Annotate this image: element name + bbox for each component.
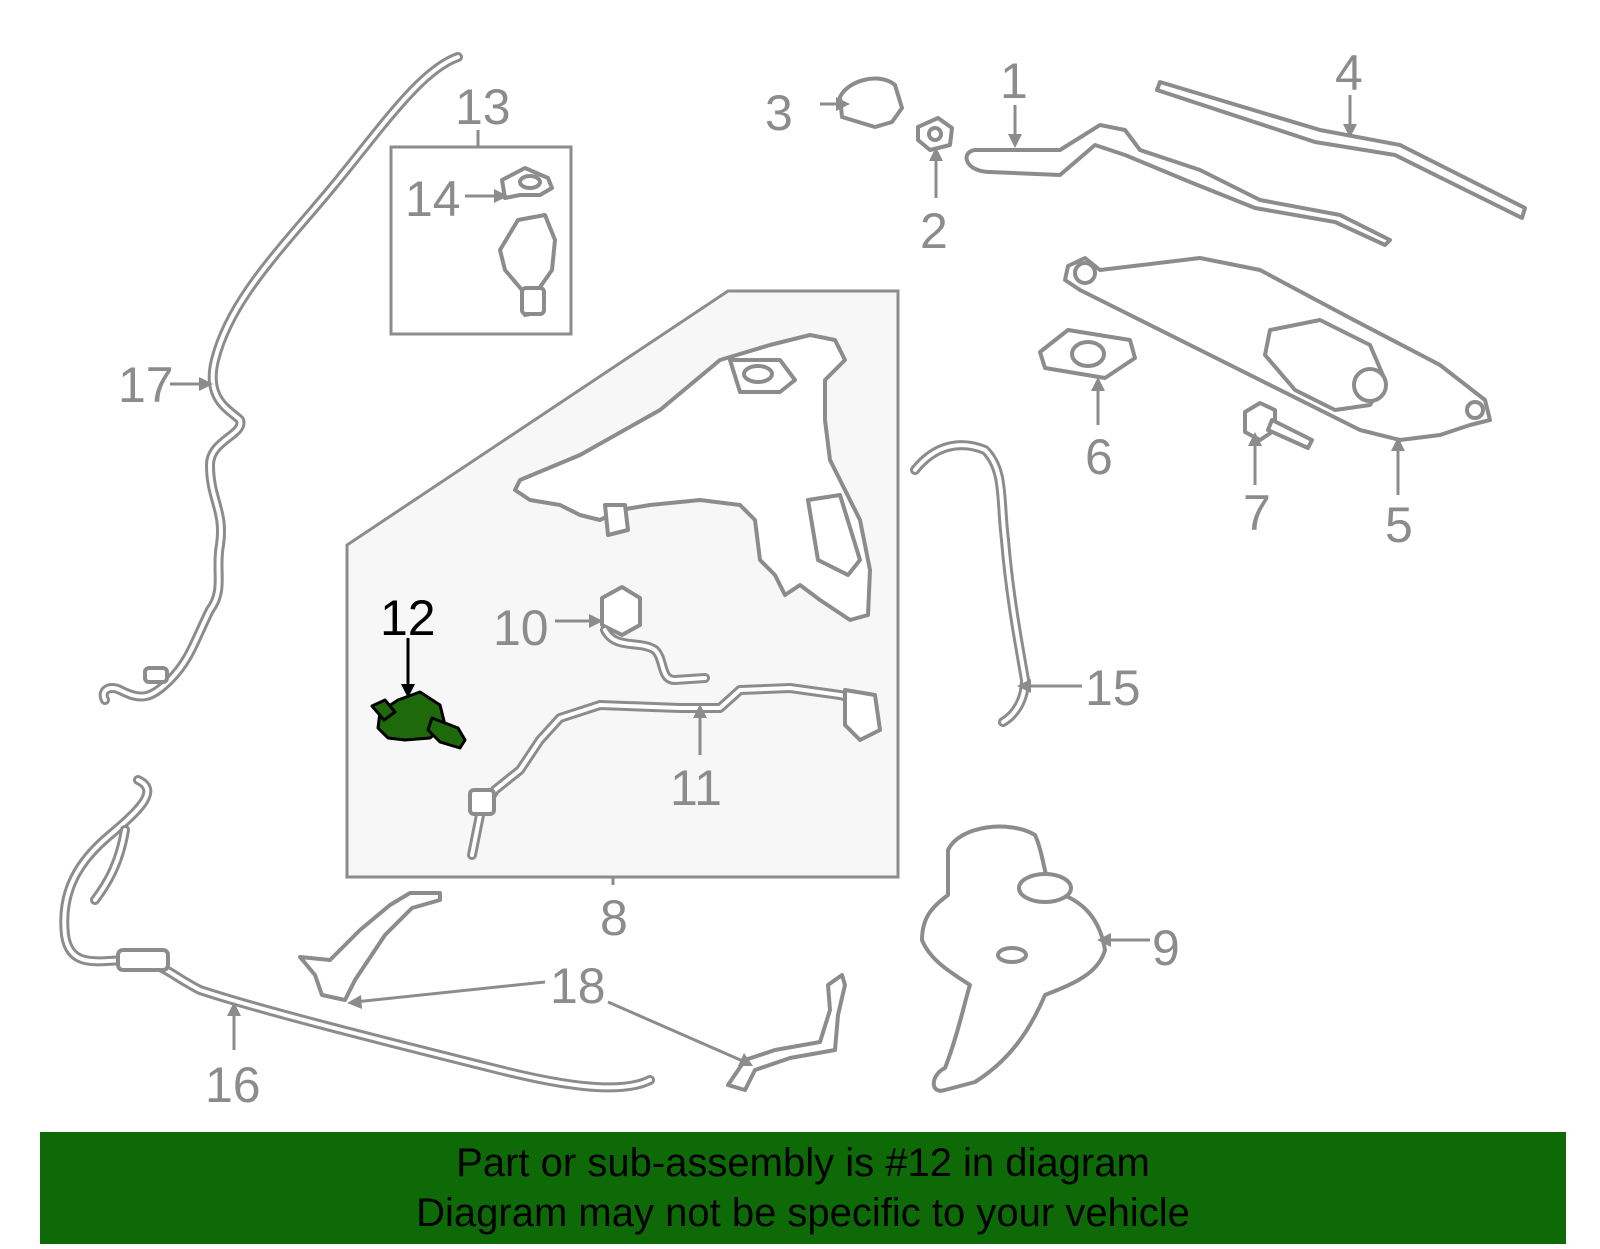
- cap-3: [838, 76, 904, 129]
- washer-reservoir: [513, 333, 872, 622]
- nut-2: [916, 116, 954, 152]
- banner-line-part-number: Part or sub-assembly is #12 in diagram: [456, 1141, 1150, 1185]
- pump-10: [600, 585, 710, 685]
- callout-15: 15: [1085, 660, 1141, 716]
- callout-9: 9: [1152, 920, 1180, 976]
- reservoir-9: [920, 824, 1107, 1093]
- callout-18: 18: [550, 958, 606, 1014]
- arrowhead-12: [401, 684, 415, 698]
- callout-3: 3: [765, 85, 793, 141]
- callout-2: 2: [920, 203, 948, 259]
- callout-13: 13: [455, 79, 511, 135]
- wiper-arm-1: [964, 123, 1392, 247]
- hose-15: [910, 440, 1030, 727]
- callout-7: 7: [1243, 485, 1271, 541]
- hose-16: [59, 775, 655, 1093]
- part-12-highlighted: [370, 690, 467, 750]
- banner-line-disclaimer: Diagram may not be specific to your vehi…: [416, 1191, 1190, 1235]
- callout-10: 10: [493, 600, 549, 656]
- callout-12: 12: [380, 590, 436, 646]
- callout-6: 6: [1085, 429, 1113, 485]
- callout-5: 5: [1385, 497, 1413, 553]
- callout-16: 16: [205, 1057, 261, 1113]
- info-banner: Part or sub-assembly is #12 in diagram D…: [40, 1132, 1566, 1244]
- parts-diagram: 1 2 3 4 5 6 7 8 9 10 11 12 13 14 15 16 1…: [59, 45, 1527, 1113]
- hoses-18: [298, 891, 847, 1092]
- grommet-6: [1038, 328, 1137, 380]
- callout-1: 1: [1000, 53, 1028, 109]
- subassembly-box-13: [389, 145, 573, 336]
- callout-11: 11: [670, 760, 722, 816]
- callout-14: 14: [405, 171, 461, 227]
- callout-8: 8: [600, 890, 628, 946]
- nozzle-13: [498, 166, 557, 317]
- callout-17: 17: [118, 357, 174, 413]
- wiper-linkage-5: [1063, 256, 1492, 442]
- filler-hose-11: [467, 683, 882, 860]
- wiper-blade-4: [1155, 80, 1527, 220]
- arrowheads: [199, 97, 1405, 1066]
- callout-4: 4: [1335, 45, 1363, 101]
- hose-17: [98, 52, 463, 705]
- bolt-7: [1243, 401, 1314, 450]
